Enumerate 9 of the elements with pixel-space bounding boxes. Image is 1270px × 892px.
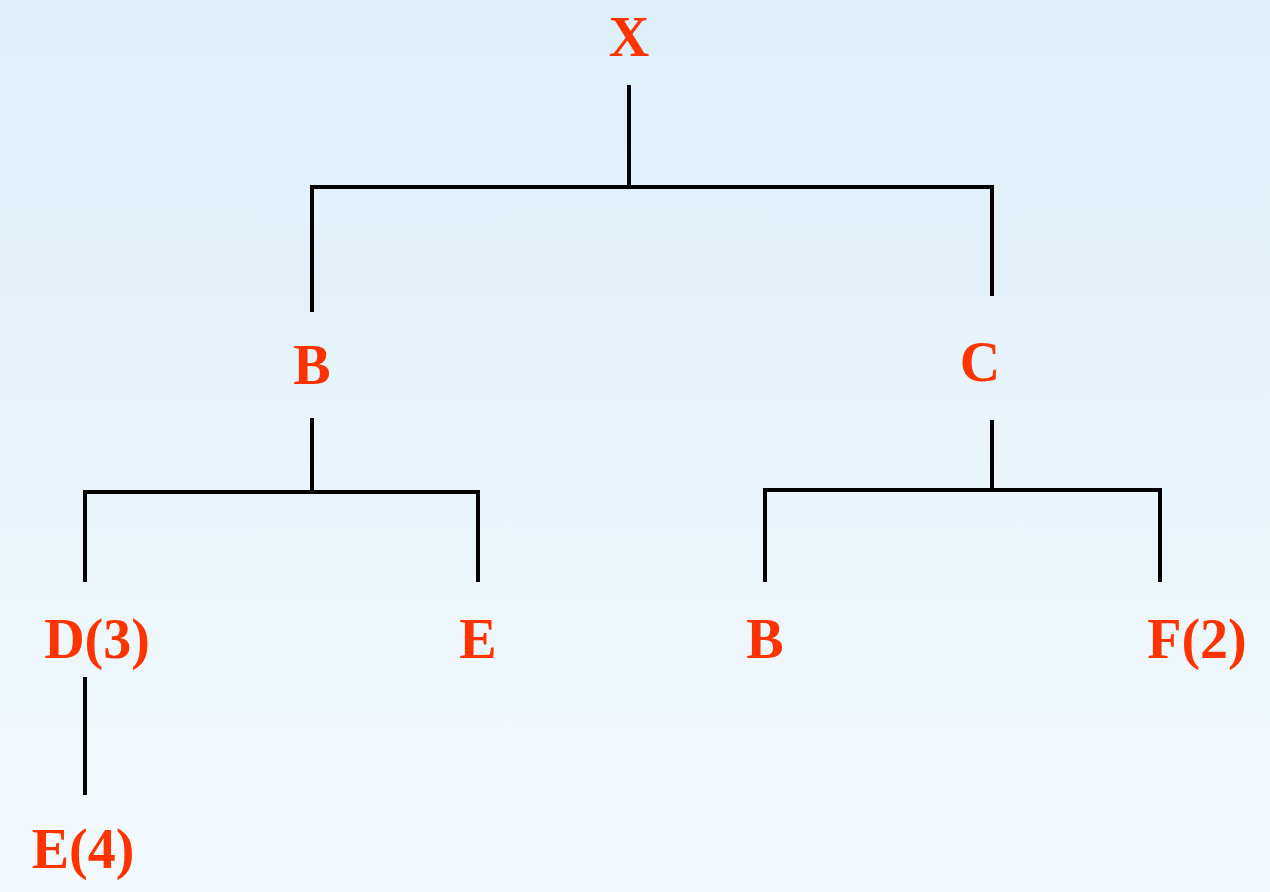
connector-line	[627, 85, 994, 296]
connector-line	[83, 677, 87, 795]
connector-line	[990, 420, 1162, 582]
node-label: B	[746, 611, 784, 667]
node-label: C	[959, 334, 1001, 390]
node-label: B	[293, 337, 331, 393]
connector-line	[310, 418, 480, 582]
node-label: E	[459, 611, 497, 667]
node-label: X	[608, 9, 650, 65]
